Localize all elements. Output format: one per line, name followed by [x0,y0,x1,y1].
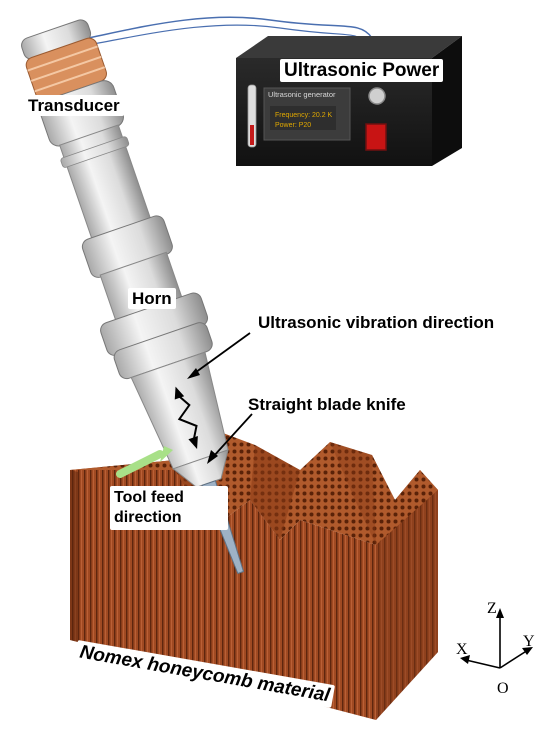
axis-z-label: Z [487,600,497,617]
generator-power: Power: P20 [275,122,312,129]
tool-feed-arrow [116,446,173,478]
ultrasonic-power-box [236,36,462,166]
vibration-arrow-icon [174,386,198,449]
vibration-callout-arrow [187,332,251,379]
knob-icon [368,87,386,105]
tool-feed-direction-label: Tool feed direction [110,486,228,530]
power-switch-icon [365,123,387,151]
power-cable-2 [81,24,367,47]
axis-y-label: Y [523,633,535,650]
straight-blade-knife-label: Straight blade knife [248,395,406,414]
coordinate-axes [460,608,533,669]
knife-callout-arrow [207,413,253,464]
power-cable [77,16,373,41]
generator-title: Ultrasonic generator [268,90,336,99]
vibration-direction-label: Ultrasonic vibration direction [258,313,495,332]
generator-frequency: Frequency: 20.2 K [275,112,333,119]
ultrasonic-power-label: Ultrasonic Power [280,59,444,82]
axis-origin-label: O [497,680,509,697]
horn-label: Horn [128,288,176,309]
axis-x-label: X [456,641,468,658]
transducer-label: Transducer [24,95,124,116]
